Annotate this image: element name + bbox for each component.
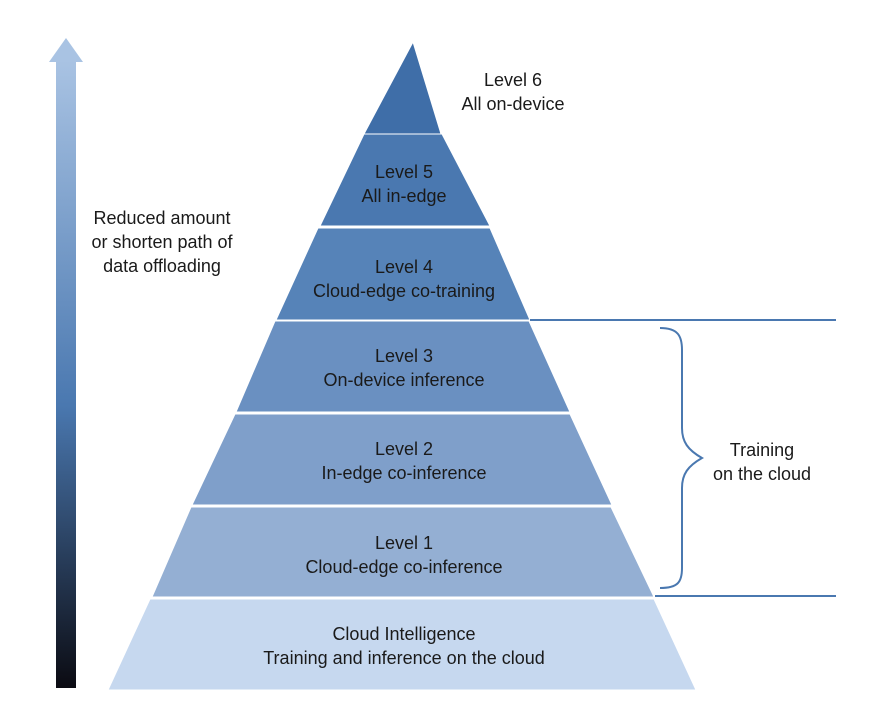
level6-title: Level 6 xyxy=(483,70,543,90)
level2-subtitle: In-edge co-inference xyxy=(321,463,487,483)
brace-annotation: Training on the cloud xyxy=(713,438,811,486)
level5-title: Level 5 xyxy=(374,162,434,182)
base-subtitle: Training and inference on the cloud xyxy=(263,648,545,668)
level6-subtitle: All on-device xyxy=(461,94,565,114)
arrow-annotation-line1: Reduced amount xyxy=(93,208,231,228)
tier-level5 xyxy=(319,133,491,227)
level4-subtitle: Cloud-edge co-training xyxy=(312,281,496,301)
upward-arrow-icon xyxy=(49,38,83,688)
curly-brace xyxy=(659,327,705,589)
tier-level1 xyxy=(151,506,655,598)
tier-base xyxy=(107,598,697,691)
level4-title: Level 4 xyxy=(374,257,434,277)
tier-level6 xyxy=(363,40,442,135)
base-label: Cloud Intelligence Training and inferenc… xyxy=(263,622,545,670)
level1-label: Level 1 Cloud-edge co-inference xyxy=(305,531,502,579)
level5-subtitle: All in-edge xyxy=(361,186,447,206)
level5-label: Level 5 All in-edge xyxy=(361,160,446,208)
level3-subtitle: On-device inference xyxy=(323,370,485,390)
level3-title: Level 3 xyxy=(374,346,434,366)
arrow-annotation-line2: or shorten path of xyxy=(91,232,233,252)
level6-label: Level 6 All on-device xyxy=(461,68,564,116)
level1-title: Level 1 xyxy=(374,533,434,553)
level2-title: Level 2 xyxy=(374,439,434,459)
base-title: Cloud Intelligence xyxy=(332,624,476,644)
arrow-annotation: Reduced amount or shorten path of data o… xyxy=(91,206,232,278)
brace-annotation-line2: on the cloud xyxy=(712,464,812,484)
level1-subtitle: Cloud-edge co-inference xyxy=(305,557,503,577)
arrow-annotation-line3: data offloading xyxy=(103,256,221,276)
tier-level2 xyxy=(191,413,613,506)
level3-label: Level 3 On-device inference xyxy=(323,344,484,392)
level4-label: Level 4 Cloud-edge co-training xyxy=(313,255,495,303)
tier-level3 xyxy=(235,320,571,413)
brace-annotation-line1: Training xyxy=(729,440,795,460)
level2-label: Level 2 In-edge co-inference xyxy=(321,437,486,485)
